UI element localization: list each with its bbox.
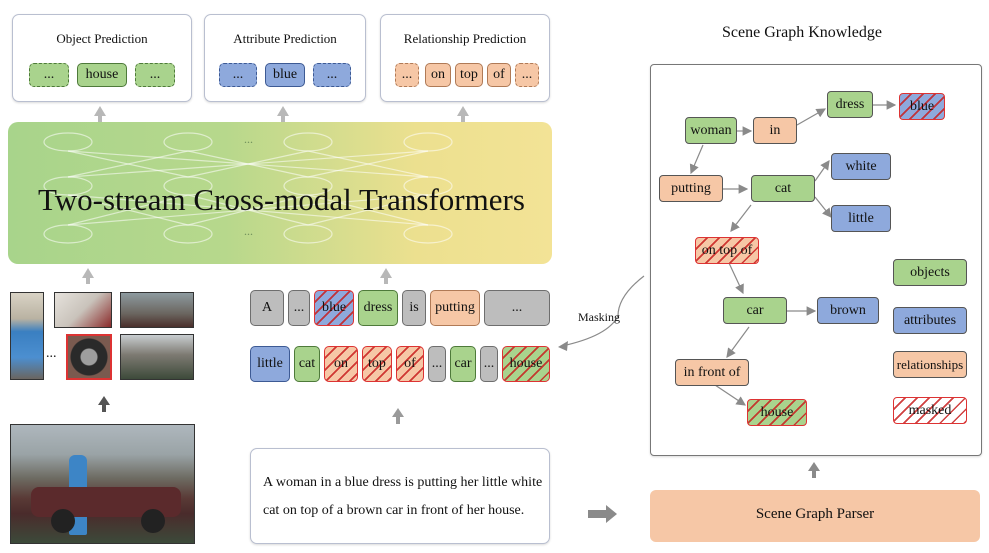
relationship-token-top: top <box>455 63 483 87</box>
attribute-prediction-title: Attribute Prediction <box>233 31 337 46</box>
token-blue-masked: blue <box>314 290 354 326</box>
object-token-ellipsis-right: ... <box>135 63 175 87</box>
region-photo-woman <box>10 292 44 380</box>
node-in: in <box>753 117 797 144</box>
object-token-ellipsis-left: ... <box>29 63 69 87</box>
region-photo-house <box>120 334 194 380</box>
transformer-dots-top: ... <box>244 132 253 146</box>
arrow-up-icon <box>380 268 392 284</box>
token-a: A <box>250 290 284 326</box>
region-photo-scene <box>120 292 194 328</box>
arrow-up-icon <box>392 408 404 424</box>
token-putting: putting <box>430 290 480 326</box>
node-brown: brown <box>817 297 879 324</box>
attribute-token-ellipsis-right: ... <box>313 63 351 87</box>
right-arrow-caption-to-parser <box>588 505 617 523</box>
transformer-label: Two-stream Cross-modal Transformers <box>38 182 525 217</box>
scene-graph-panel: woman in dress blue putting cat white li… <box>650 64 982 456</box>
object-prediction-title: Object Prediction <box>56 31 148 46</box>
masking-label: Masking <box>578 310 620 324</box>
input-photo <box>10 424 195 544</box>
node-on-top-of-masked: on top of <box>695 237 759 264</box>
token-ellipsis: ... <box>288 290 310 326</box>
attribute-token-ellipsis-left: ... <box>219 63 257 87</box>
relationship-token-on: on <box>425 63 451 87</box>
region-photo-cat <box>54 292 112 328</box>
token-top-masked: top <box>362 346 392 382</box>
scene-graph-title: Scene Graph Knowledge <box>722 24 882 41</box>
scene-graph-edges <box>689 100 897 406</box>
arrow-up-icon <box>457 106 469 122</box>
token-cat: cat <box>294 346 320 382</box>
token-car: car <box>450 346 476 382</box>
up-arrow-caption-to-tokens <box>392 408 404 424</box>
node-little: little <box>831 205 891 232</box>
photo-wheel-right <box>141 509 165 533</box>
legend-objects: objects <box>893 259 967 286</box>
scene-graph-parser-label: Scene Graph Parser <box>755 506 875 522</box>
arrow-up-icon <box>808 462 820 478</box>
node-house-masked: house <box>747 399 807 426</box>
transformer-dots-bottom: ... <box>244 224 253 238</box>
node-putting: putting <box>659 175 723 202</box>
object-prediction-panel: Object Prediction ... house ... <box>12 14 192 102</box>
arrow-up-icon <box>277 106 289 122</box>
arrow-left-icon <box>558 341 568 351</box>
relationship-token-of: of <box>487 63 511 87</box>
token-is: is <box>402 290 426 326</box>
token-house-masked: house <box>502 346 550 382</box>
token-dress: dress <box>358 290 398 326</box>
arrow-up-icon <box>98 396 110 412</box>
region-ellipsis: ... <box>46 346 57 361</box>
transformer-network-lines <box>43 132 453 244</box>
relationship-prediction-panel: Relationship Prediction ... on top of ..… <box>380 14 550 102</box>
attribute-token-blue: blue <box>265 63 305 87</box>
token-ellipsis: ... <box>484 290 550 326</box>
arrow-right-icon <box>588 505 617 523</box>
up-arrows-to-transformer <box>82 268 392 284</box>
node-in-front-of: in front of <box>675 359 749 386</box>
caption-text: A woman in a blue dress is putting her l… <box>263 475 543 518</box>
node-blue-masked: blue <box>899 93 945 120</box>
token-of-masked: of <box>396 346 424 382</box>
attribute-prediction-panel: Attribute Prediction ... blue ... <box>204 14 366 102</box>
region-photo-wheel <box>66 334 112 380</box>
node-cat: cat <box>751 175 815 202</box>
transformer-block: ... ... Two-stream Cross-modal Transform… <box>8 122 552 264</box>
object-token-house: house <box>77 63 127 87</box>
up-arrow-parser-to-graph <box>808 462 820 478</box>
masking-arrow <box>558 275 645 351</box>
relationship-token-ellipsis-left: ... <box>395 63 419 87</box>
arrow-up-icon <box>94 106 106 122</box>
relationship-token-ellipsis-right: ... <box>515 63 539 87</box>
token-ellipsis: ... <box>480 346 498 382</box>
node-white: white <box>831 153 891 180</box>
token-on-masked: on <box>324 346 358 382</box>
up-arrows-to-predictions <box>94 106 469 122</box>
legend-relationships: relationships <box>893 351 967 378</box>
token-ellipsis: ... <box>428 346 446 382</box>
legend-masked: masked <box>893 397 967 424</box>
node-woman: woman <box>685 117 737 144</box>
photo-wheel-left <box>51 509 75 533</box>
legend-attributes: attributes <box>893 307 967 334</box>
up-arrow-image-to-regions <box>98 396 110 412</box>
token-little: little <box>250 346 290 382</box>
relationship-prediction-title: Relationship Prediction <box>403 31 527 46</box>
scene-graph-parser: Scene Graph Parser <box>650 490 980 542</box>
node-dress: dress <box>827 91 873 118</box>
caption-box: A woman in a blue dress is putting her l… <box>250 448 550 544</box>
node-car: car <box>723 297 787 324</box>
arrow-up-icon <box>82 268 94 284</box>
